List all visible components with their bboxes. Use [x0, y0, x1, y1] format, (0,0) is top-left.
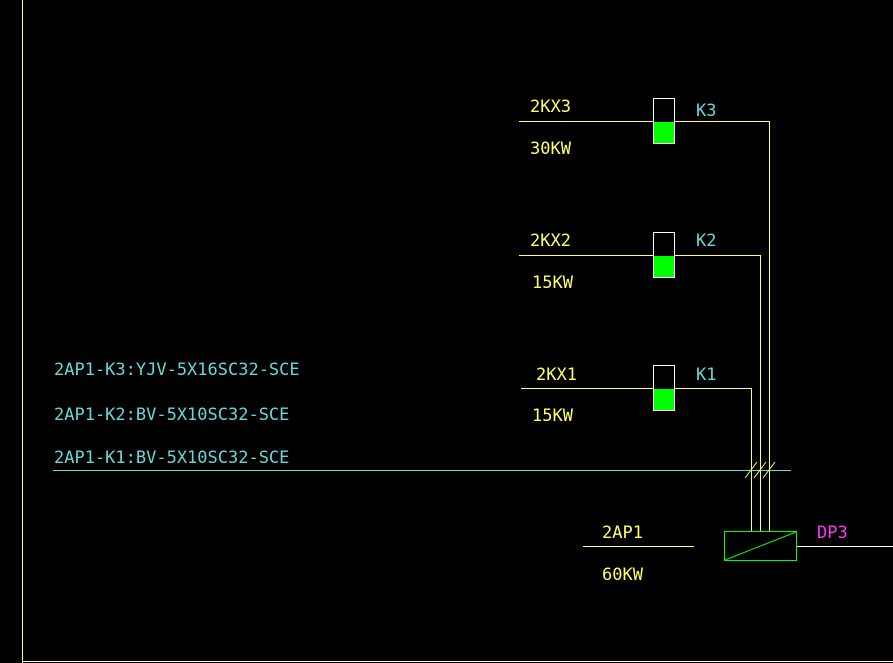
wire-k2	[675, 255, 761, 531]
breaker-k3-fill	[654, 122, 674, 143]
breaker-k3-label: K3	[696, 101, 716, 121]
circuit-k1: 2KX1 15KW K1	[521, 365, 752, 531]
breaker-k3-icon[interactable]	[653, 98, 675, 144]
cable-label-k1: 2AP1-K1:BV-5X10SC32-SCE	[54, 448, 289, 468]
circuit-k2-name: 2KX2	[530, 231, 571, 251]
wire-k1	[675, 388, 752, 531]
cable-tick-marks	[744, 461, 776, 479]
circuit-k1-name: 2KX1	[536, 365, 577, 385]
circuit-k3: 2KX3 30KW K3	[519, 97, 770, 531]
breaker-k1-fill	[654, 389, 674, 410]
wire-k3	[675, 121, 770, 531]
circuit-k1-power: 15KW	[532, 406, 574, 426]
breaker-k2-icon[interactable]	[653, 232, 675, 278]
cable-labels: 2AP1-K3:YJV-5X16SC32-SCE 2AP1-K2:BV-5X10…	[53, 360, 791, 479]
breaker-k2-fill	[654, 256, 674, 277]
breaker-k1-label: K1	[696, 365, 716, 385]
cable-label-k2: 2AP1-K2:BV-5X10SC32-SCE	[54, 405, 289, 425]
cable-label-k3: 2AP1-K3:YJV-5X16SC32-SCE	[54, 360, 300, 380]
breaker-k2-label: K2	[696, 231, 716, 251]
panel-power: 60KW	[602, 565, 644, 585]
circuit-k2-power: 15KW	[532, 273, 574, 293]
distribution-panel: 2AP1 60KW DP3	[583, 523, 893, 585]
panel-name: 2AP1	[602, 523, 643, 543]
circuit-k3-name: 2KX3	[530, 97, 571, 117]
breaker-k1-icon[interactable]	[653, 365, 675, 411]
feeder-label: DP3	[817, 523, 848, 543]
circuit-k3-power: 30KW	[530, 139, 572, 159]
circuit-k2: 2KX2 15KW K2	[519, 231, 761, 531]
panel-box-icon[interactable]	[724, 531, 797, 561]
panel-box-diagonal	[724, 531, 797, 561]
